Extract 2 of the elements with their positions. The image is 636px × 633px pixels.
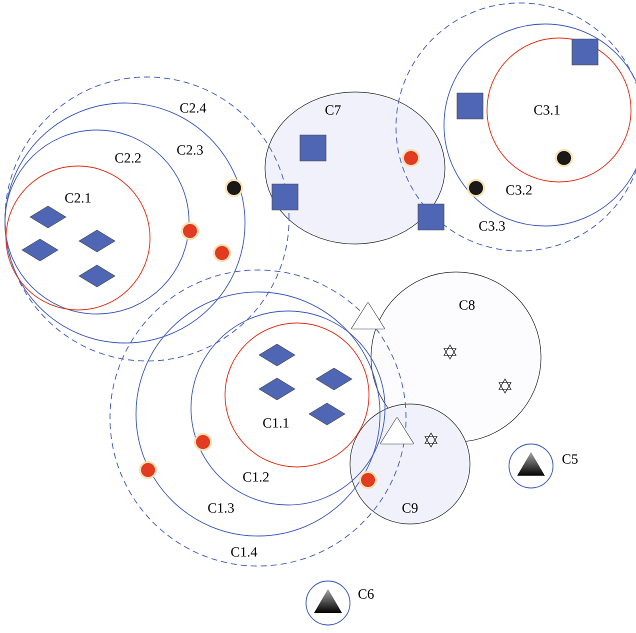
node-label: C6 bbox=[358, 589, 374, 599]
node-label: C5 bbox=[562, 454, 578, 464]
